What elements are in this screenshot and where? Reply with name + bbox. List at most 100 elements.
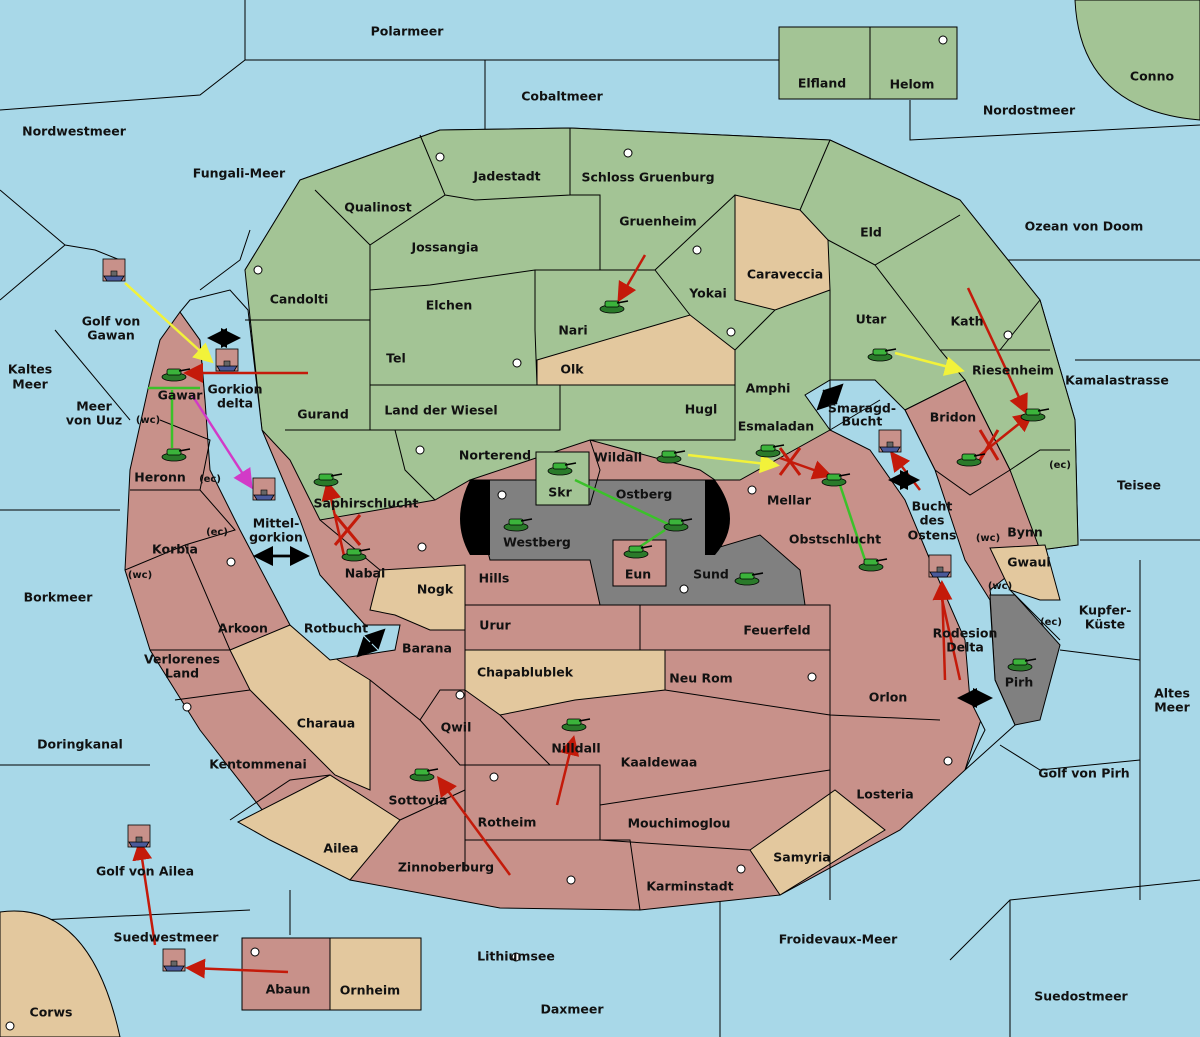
unit-fleet-suedwestmeer[interactable] bbox=[162, 948, 186, 972]
label-rotheim: Rotheim bbox=[478, 815, 537, 830]
label-nari: Nari bbox=[558, 323, 587, 338]
supply-centers bbox=[5, 35, 1013, 1031]
label-eun: Eun bbox=[625, 567, 651, 582]
grey-endcaps bbox=[460, 480, 730, 555]
label-feuerfeld: Feuerfeld bbox=[743, 623, 810, 638]
territory-ailea[interactable] bbox=[236, 774, 401, 881]
territory-samyria[interactable] bbox=[749, 789, 886, 896]
label-samyria: Samyria bbox=[773, 850, 831, 865]
unit-fleet-rodesion-delta[interactable] bbox=[928, 554, 952, 578]
territory-elfland[interactable] bbox=[778, 26, 871, 100]
label-hills: Hills bbox=[479, 571, 510, 586]
label-mittel-2: gorkion bbox=[249, 530, 303, 545]
label-nilldall: Nilldall bbox=[551, 741, 600, 756]
label-kaltes-2: Meer bbox=[12, 377, 48, 392]
label-obstschlucht: Obstschlucht bbox=[789, 532, 881, 547]
label-froidevaux: Froidevaux-Meer bbox=[779, 932, 898, 947]
label-qualinost: Qualinost bbox=[344, 200, 411, 215]
label-rotbucht: Rotbucht bbox=[304, 621, 368, 636]
label-jossangia: Jossangia bbox=[410, 240, 478, 255]
label-teisee: Teisee bbox=[1117, 478, 1161, 493]
order-arrows bbox=[124, 254, 1034, 979]
label-norterend: Norterend bbox=[459, 448, 531, 463]
label-chapa: Chapablublek bbox=[477, 665, 574, 680]
label-kath: Kath bbox=[951, 314, 984, 329]
label-ec3: (ec) bbox=[206, 527, 228, 538]
label-ostberg: Ostberg bbox=[616, 487, 673, 502]
label-altes-2: Meer bbox=[1154, 700, 1190, 715]
territory-conno[interactable] bbox=[1074, 0, 1200, 121]
label-kaltes-1: Kaltes bbox=[8, 362, 52, 377]
label-daxmeer: Daxmeer bbox=[540, 1002, 604, 1017]
label-gwaul: Gwaul bbox=[1007, 555, 1050, 570]
label-bucht-2: des bbox=[920, 513, 945, 528]
label-smaragd-2: Bucht bbox=[842, 414, 883, 429]
label-gurand: Gurand bbox=[297, 407, 349, 422]
label-rodesion-1: Rodesion bbox=[933, 626, 998, 641]
label-saphir: Saphirschlucht bbox=[314, 496, 419, 511]
label-conno: Conno bbox=[1130, 69, 1175, 84]
label-nordwestmeer: Nordwestmeer bbox=[22, 124, 127, 139]
label-smaragd-1: Smaragd- bbox=[828, 401, 896, 416]
label-kentommenai: Kentommenai bbox=[209, 757, 307, 772]
label-charaua: Charaua bbox=[297, 716, 355, 731]
label-lithiumsee: Lithiumsee bbox=[477, 949, 555, 964]
label-ec1: (ec) bbox=[199, 474, 221, 485]
territory-skr[interactable] bbox=[535, 451, 590, 506]
label-wc-bynn: (wc) bbox=[976, 533, 1000, 544]
territory-gwaul[interactable] bbox=[989, 544, 1061, 601]
label-golf-ailea: Golf von Ailea bbox=[96, 864, 194, 879]
label-skr: Skr bbox=[548, 485, 572, 500]
unit-fleet-golf-von-ailea[interactable] bbox=[127, 824, 151, 848]
territory-corws[interactable] bbox=[0, 910, 121, 1037]
label-jadestadt: Jadestadt bbox=[472, 169, 540, 184]
label-gorkion-2: delta bbox=[217, 396, 253, 411]
label-verlorenes-1: Verlorenes bbox=[144, 652, 220, 667]
map-labels: Polarmeer Elfland Helom Conno Cobaltmeer… bbox=[8, 24, 1191, 1020]
label-urur: Urur bbox=[479, 618, 511, 633]
territory-ornheim[interactable] bbox=[329, 937, 422, 1011]
label-kupfer-2: Küste bbox=[1085, 617, 1125, 632]
label-kaaldewaa: Kaaldewaa bbox=[621, 755, 698, 770]
label-zinnoberburg: Zinnoberburg bbox=[398, 860, 494, 875]
label-bucht-3: Ostens bbox=[908, 528, 957, 543]
label-mellar: Mellar bbox=[767, 493, 812, 508]
label-ailea: Ailea bbox=[323, 841, 358, 856]
label-wc3: (wc) bbox=[988, 581, 1012, 592]
label-ornheim: Ornheim bbox=[340, 983, 400, 998]
label-golf-pirh: Golf von Pirh bbox=[1038, 766, 1129, 781]
label-barana: Barana bbox=[402, 641, 452, 656]
label-pirh: Pirh bbox=[1005, 675, 1034, 690]
label-elfland: Elfland bbox=[798, 76, 846, 91]
label-golf-gawan-1: Golf von bbox=[82, 314, 141, 329]
label-mouchi: Mouchimoglou bbox=[628, 816, 731, 831]
label-polarmeer: Polarmeer bbox=[371, 24, 445, 39]
label-meer-uuz-2: von Uuz bbox=[66, 413, 122, 428]
unit-fleet-smaragd-bucht[interactable] bbox=[878, 429, 902, 453]
label-arkoon: Arkoon bbox=[218, 621, 268, 636]
label-ec2: (ec) bbox=[1049, 460, 1071, 471]
label-altes-1: Altes bbox=[1154, 686, 1190, 701]
unit-fleet-gorkion-delta[interactable] bbox=[215, 348, 239, 372]
label-corws: Corws bbox=[30, 1005, 73, 1020]
label-ec4: (ec) bbox=[1040, 617, 1062, 628]
label-suedost: Suedostmeer bbox=[1034, 989, 1128, 1004]
label-esmaladan: Esmaladan bbox=[738, 419, 814, 434]
label-qwil: Qwil bbox=[441, 720, 472, 735]
label-abaun: Abaun bbox=[266, 982, 311, 997]
label-olk: Olk bbox=[560, 362, 584, 377]
label-utar: Utar bbox=[856, 312, 888, 327]
label-neurom: Neu Rom bbox=[669, 671, 732, 686]
label-heronn: Heronn bbox=[134, 470, 186, 485]
unit-fleet-golf-von-gawan[interactable] bbox=[102, 258, 126, 282]
label-gorkion-1: Gorkion bbox=[207, 382, 262, 397]
label-bynn: Bynn bbox=[1007, 525, 1042, 540]
label-karminstadt: Karminstadt bbox=[646, 879, 733, 894]
label-wc1: (wc) bbox=[136, 415, 160, 426]
label-losteria: Losteria bbox=[856, 787, 913, 802]
unit-fleet-mittelgorkion[interactable] bbox=[252, 477, 276, 501]
label-schloss: Schloss Gruenburg bbox=[581, 170, 714, 185]
label-eld: Eld bbox=[860, 225, 882, 240]
